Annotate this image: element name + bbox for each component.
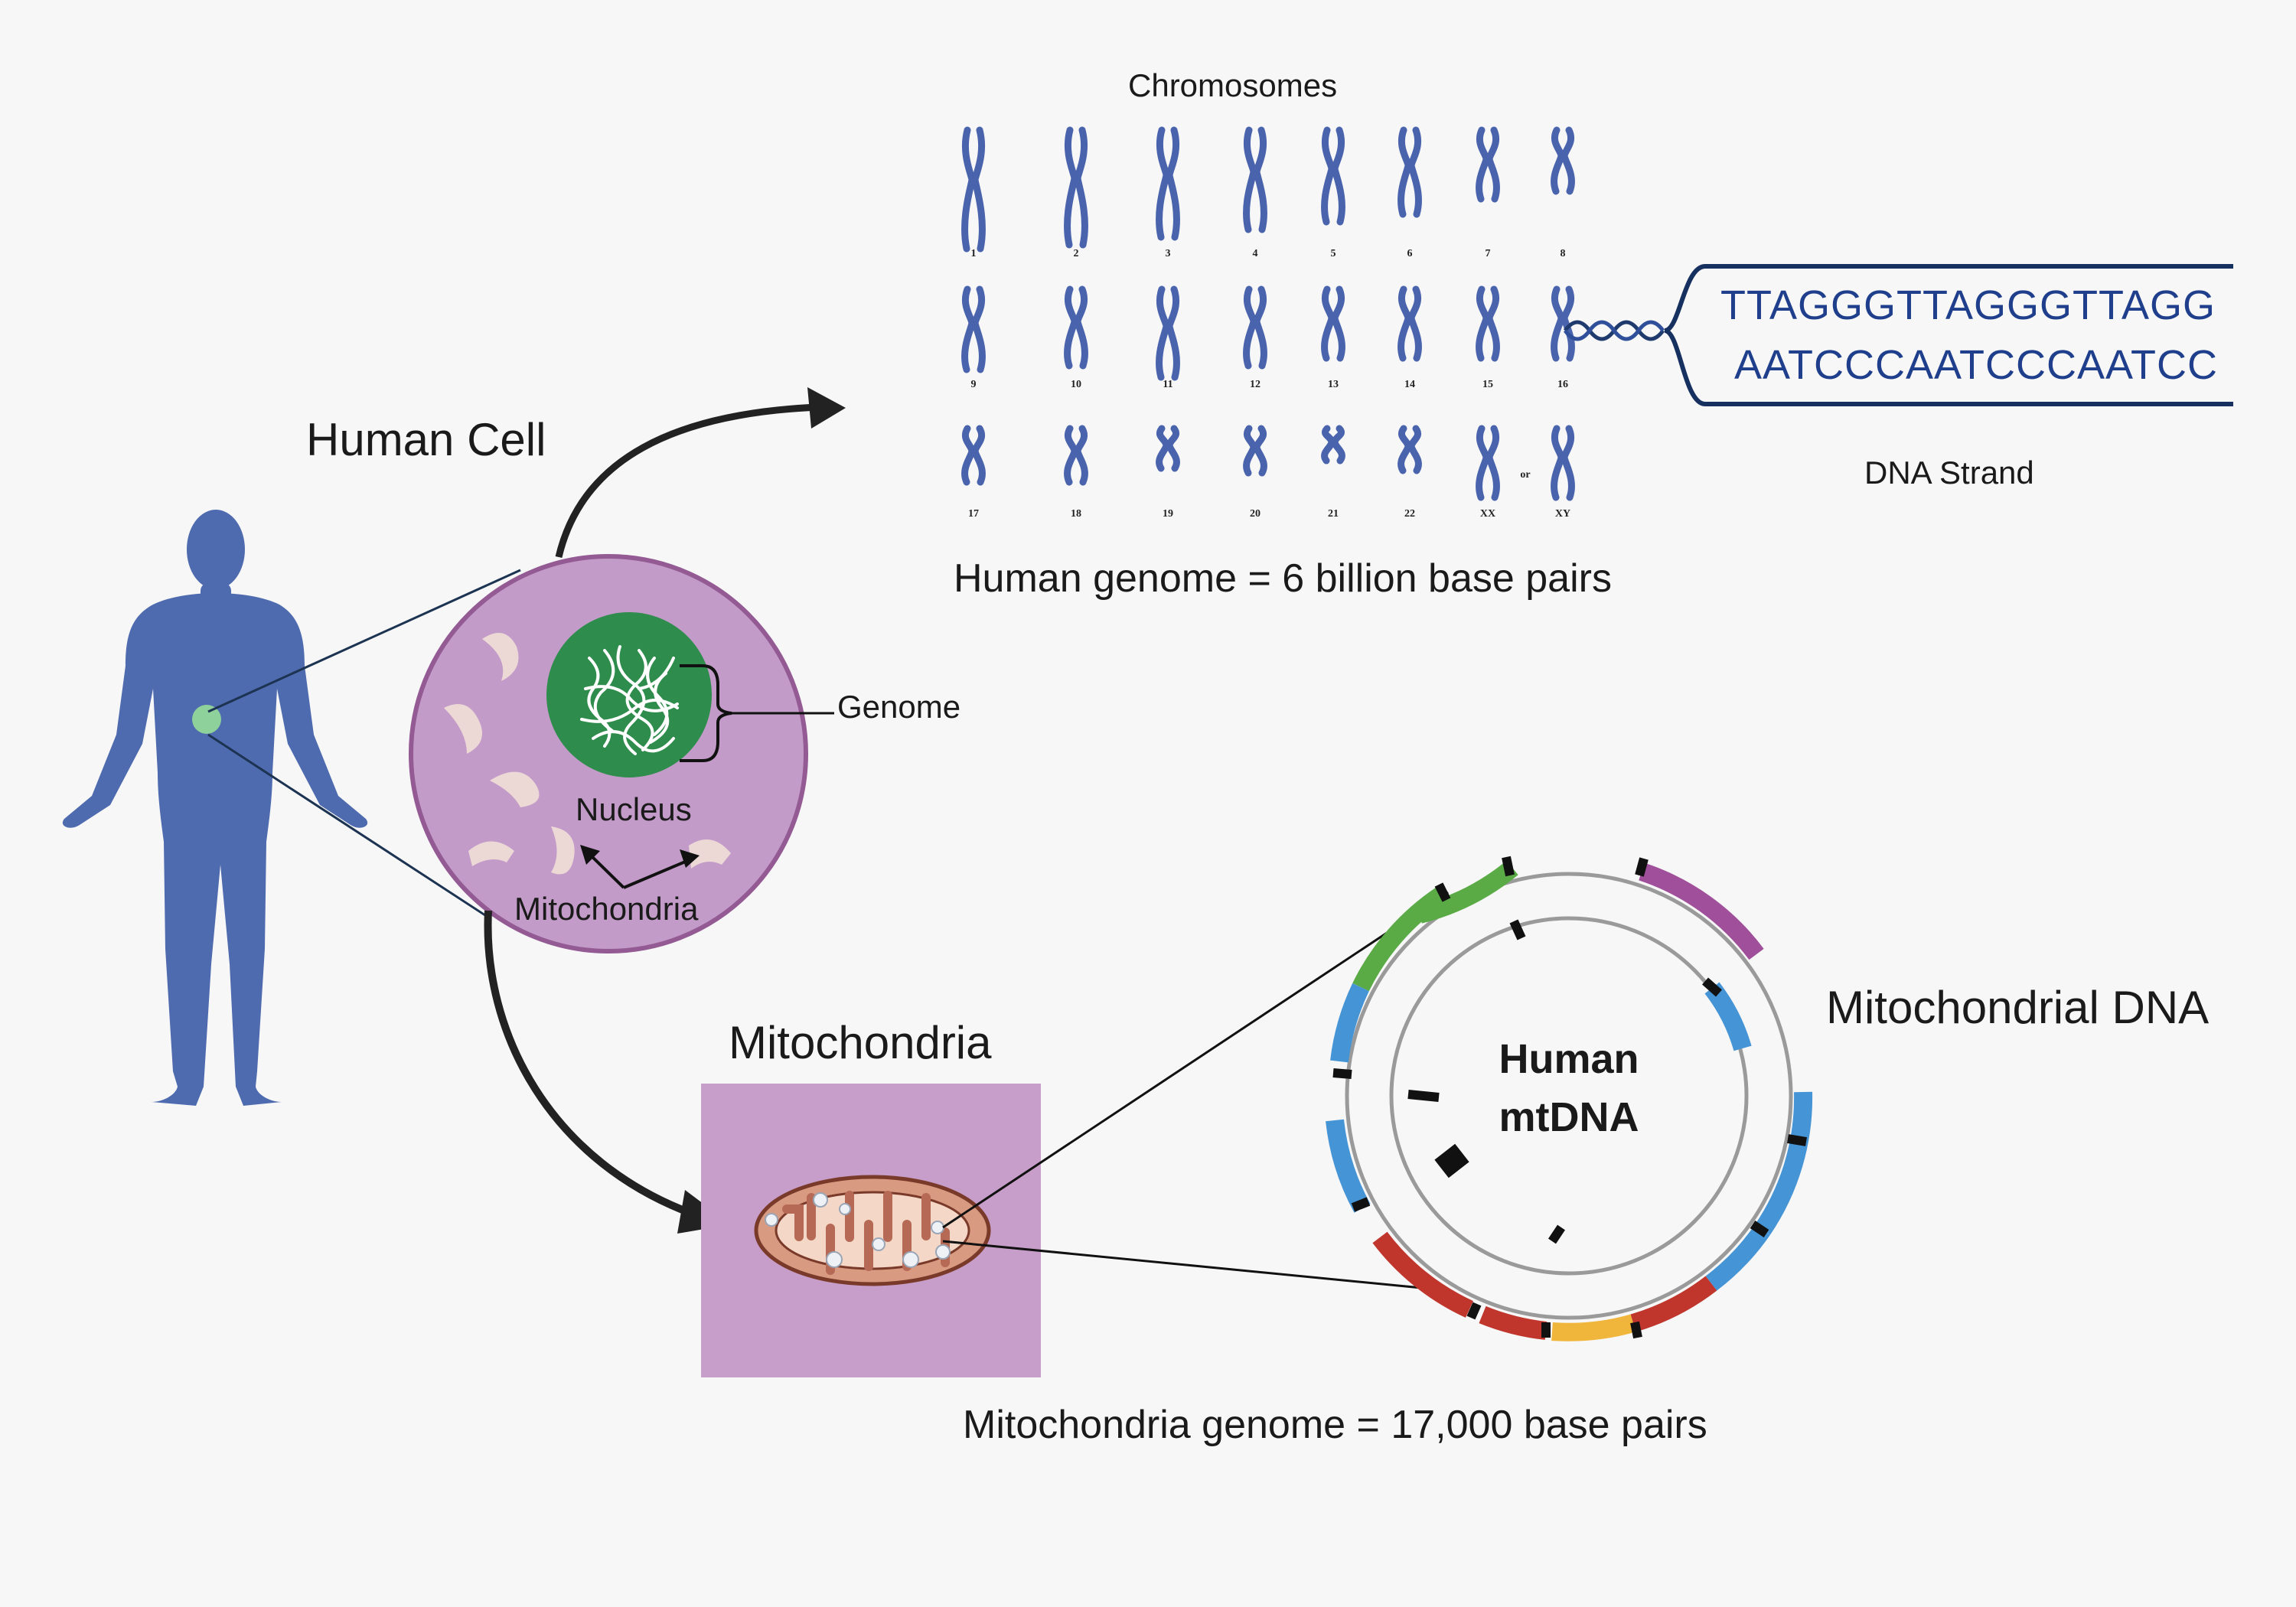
chromosome-label-7: 7 [1486, 248, 1491, 259]
chromosome-17 [961, 425, 986, 486]
cell-location-marker [192, 705, 221, 734]
human-cell [409, 554, 834, 953]
chromosome-2 [1064, 126, 1088, 249]
mitochondrial-dna-title: Mitochondrial DNA [1826, 982, 2210, 1033]
chromosome-label-9: 9 [971, 379, 977, 390]
chromosome-xy [1551, 425, 1575, 501]
body-to-cell-zoom-lines [207, 569, 521, 920]
chromosome-5 [1321, 126, 1345, 226]
mito-genome-size-caption: Mitochondria genome = 17,000 base pairs [963, 1403, 1707, 1447]
chromosome-21 [1321, 425, 1345, 464]
chromosome-14 [1397, 285, 1422, 362]
chromosome-7 [1476, 126, 1500, 203]
chromosomes-title: Chromosomes [1128, 67, 1338, 103]
chromosome-label-21: 21 [1328, 508, 1339, 520]
human-cell-title: Human Cell [306, 414, 546, 465]
chromosome-9 [961, 285, 986, 373]
mito-to-mtdna-zoom-lines [942, 891, 1449, 1291]
chromosome-label-2: 2 [1074, 248, 1079, 259]
dna-strand-label: DNA Strand [1864, 455, 2034, 491]
mtdna-center-line2: mtDNA [1499, 1094, 1639, 1140]
chromosome-22 [1397, 425, 1422, 474]
mitochondrion-organelle [754, 1175, 991, 1286]
mtdna-map [1326, 856, 1813, 1341]
chromosome-label-4: 4 [1253, 248, 1258, 259]
chromosome-label-3: 3 [1166, 248, 1171, 259]
chromosome-label-16: 16 [1557, 379, 1568, 390]
chromosome-19 [1156, 425, 1180, 472]
mitochondria-cell-label: Mitochondria [514, 891, 699, 927]
chromosome-6 [1397, 126, 1422, 218]
chromosome-label-1: 1 [971, 248, 977, 259]
chromosome-label-22: 22 [1404, 508, 1415, 520]
dna-sequence-bottom: AATCCCAATCCCAATCC [1734, 342, 2219, 388]
chromosome-label-xy: XY [1555, 508, 1570, 520]
mtdna-center-line1: Human [1499, 1036, 1639, 1082]
chromosome-1 [961, 126, 986, 253]
chromosome-label-19: 19 [1163, 508, 1173, 520]
chromosome-11 [1156, 285, 1180, 381]
chromosome-label-17: 17 [968, 508, 979, 520]
dna-helix-connector [1563, 320, 1665, 341]
chromosome-12 [1243, 285, 1267, 370]
chromosome-20 [1243, 425, 1267, 477]
chromosome-10 [1064, 285, 1088, 370]
human-genome-size-caption: Human genome = 6 billion base pairs [954, 556, 1612, 601]
sex-chromosome-separator: or [1520, 469, 1530, 481]
chromosome-4 [1243, 126, 1267, 233]
chromosome-xx [1476, 425, 1500, 501]
genome-label: Genome [837, 689, 961, 725]
chromosome-label-18: 18 [1071, 508, 1081, 520]
human-body-figure [62, 510, 368, 1106]
chromatin-threads [580, 645, 679, 755]
chromosome-label-xx: XX [1480, 508, 1495, 520]
chromosome-16 [1551, 285, 1575, 362]
chromosome-label-12: 12 [1250, 379, 1261, 390]
nucleus-label: Nucleus [576, 791, 692, 827]
chromosome-label-8: 8 [1561, 248, 1566, 259]
chromosome-18 [1064, 425, 1088, 486]
chromosome-label-10: 10 [1071, 379, 1081, 390]
chromosome-8 [1551, 126, 1575, 195]
cytoplasm-mitochondria [444, 633, 731, 875]
mtdna-center-label: Human mtDNA [1454, 1030, 1684, 1146]
chromosome-label-20: 20 [1250, 508, 1261, 520]
chromosome-label-13: 13 [1328, 379, 1339, 390]
chromosome-15 [1476, 285, 1500, 362]
chromosome-label-15: 15 [1482, 379, 1493, 390]
dna-strand-frame [1664, 264, 2233, 406]
mitochondria-panel-title: Mitochondria [729, 1017, 992, 1068]
cell-to-chromosomes-arrow [555, 387, 846, 559]
chromosome-label-5: 5 [1331, 248, 1336, 259]
chromosome-label-11: 11 [1163, 379, 1172, 390]
dna-sequence-top: TTAGGGTTAGGGTTAGG [1720, 282, 2216, 328]
cell-to-mitochondria-arrow [484, 910, 731, 1234]
chromosome-label-6: 6 [1407, 248, 1413, 259]
chromosome-13 [1321, 285, 1345, 362]
chromosome-3 [1156, 126, 1180, 241]
chromosome-label-14: 14 [1404, 379, 1415, 390]
mitochondria-pointer-arrows [580, 845, 700, 889]
